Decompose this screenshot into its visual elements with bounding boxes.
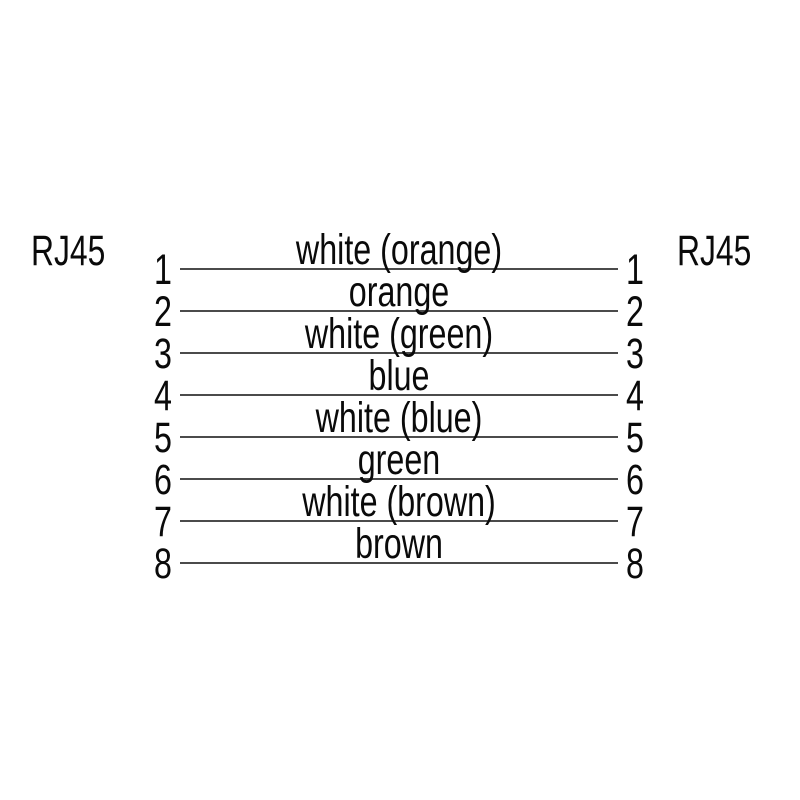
pin-number-left: 5 [154, 413, 172, 462]
wire-line [180, 435, 618, 438]
connector-label-left: RJ45 [31, 227, 106, 275]
wire-label: white (brown) [302, 477, 496, 526]
wire-label: white (blue) [315, 393, 483, 442]
pin-number-right: 8 [626, 539, 644, 588]
pin-number-right: 6 [626, 455, 644, 504]
pin-number-right: 5 [626, 413, 644, 462]
wire-label: white (orange) [295, 225, 503, 274]
wire-line [180, 267, 618, 270]
pin-number-left: 2 [154, 287, 172, 336]
pin-number-left: 7 [154, 497, 172, 546]
pin-number-right: 2 [626, 287, 644, 336]
pin-number-left: 3 [154, 329, 172, 378]
wire-line [180, 519, 618, 522]
pin-number-right: 3 [626, 329, 644, 378]
pin-number-right: 4 [626, 371, 644, 420]
pin-number-right: 1 [626, 245, 644, 294]
wire-line [180, 351, 618, 354]
wire-line [180, 477, 618, 480]
wire-line [180, 561, 618, 564]
wire-label: orange [348, 267, 450, 316]
pin-number-left: 4 [154, 371, 172, 420]
pin-number-left: 8 [154, 539, 172, 588]
wire-line [180, 309, 618, 312]
wire-label: white (green) [304, 309, 494, 358]
pin-number-left: 6 [154, 455, 172, 504]
wire-line [180, 393, 618, 396]
pin-number-right: 7 [626, 497, 644, 546]
pin-number-left: 1 [154, 245, 172, 294]
wire-label: green [357, 435, 441, 484]
wire-label: blue [368, 351, 430, 400]
connector-label-right: RJ45 [677, 227, 752, 275]
wire-label: brown [355, 519, 443, 568]
